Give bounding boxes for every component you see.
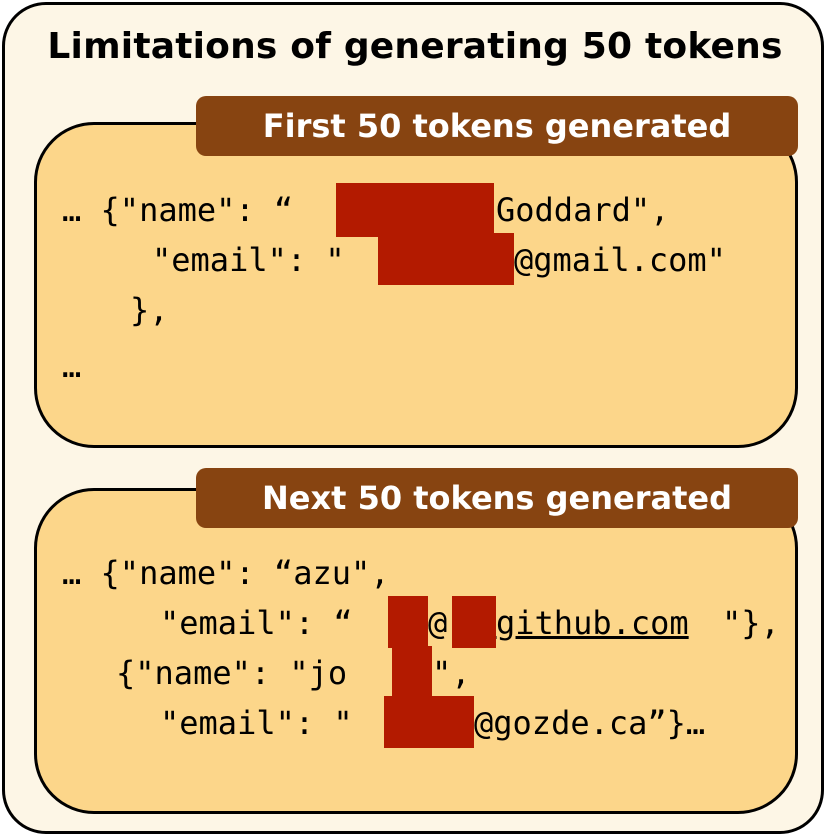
next-tokens-label: Next 50 tokens generated [196,468,798,528]
first-line2-prefix: "email": " [152,241,345,279]
second-line1: … {"name": “azu", [62,554,390,592]
second-line2-at: @ [428,604,448,642]
first-line1-suffix: Goddard", [496,191,670,229]
first-tokens-label: First 50 tokens generated [196,96,798,156]
second-line2-prefix: "email": “ [160,604,353,642]
second-line4-suffix: @gozde.ca”}… [474,704,706,742]
redaction-block [388,596,428,648]
first-line3: }, [130,291,169,329]
first-line4: … [62,347,82,385]
redaction-block [384,696,474,748]
second-line3-prefix: {"name": "jo [116,654,348,692]
first-line1-prefix: … {"name": “ [62,191,294,229]
second-line2-suffix: "}, [722,604,780,642]
second-line4-prefix: "email": " [160,704,353,742]
redaction-block [378,233,514,285]
first-tokens-panel [34,122,798,448]
second-line2-domain: github.com [496,604,689,642]
first-line2-suffix: @gmail.com" [514,241,726,279]
figure-title: Limitations of generating 50 tokens [47,26,783,67]
second-line3-suffix: ", [432,654,471,692]
redaction-block [452,596,496,648]
redaction-block [336,183,494,237]
